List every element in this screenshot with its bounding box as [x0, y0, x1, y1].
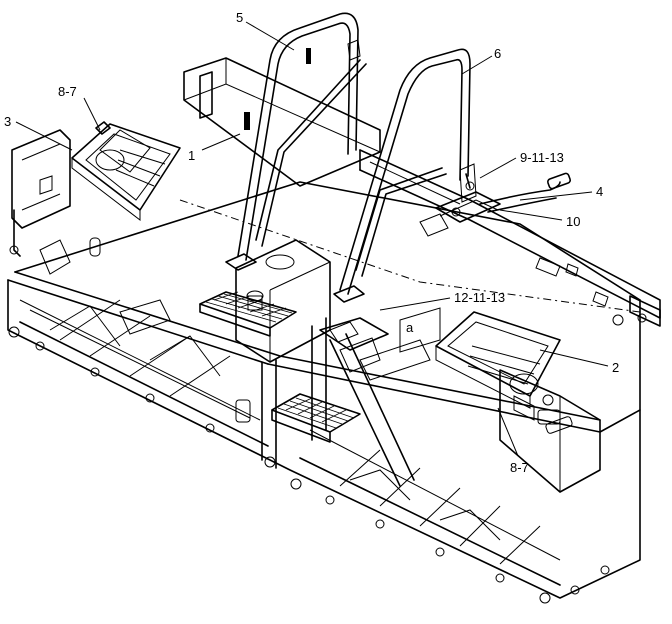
upper-step-grate [199, 291, 297, 337]
main-frame [7, 181, 641, 604]
cable-assembly [419, 172, 572, 237]
callout-1: 1 [188, 148, 195, 163]
upper-beam [183, 57, 381, 187]
callout-5: 5 [236, 10, 243, 25]
handrail-5 [225, 12, 367, 271]
callout-8-7-right: 8-7 [510, 460, 529, 475]
frame-bolts [8, 326, 610, 604]
callout-3: 3 [4, 114, 11, 129]
left-upper-mount [9, 129, 71, 257]
lower-step-grate [271, 393, 361, 443]
callout-8-7-left: 8-7 [58, 84, 77, 99]
seat-plate-right [435, 311, 601, 493]
step-tower [235, 239, 331, 469]
callout-12-11-13: 12-11-13 [454, 290, 505, 305]
callout-2: 2 [612, 360, 619, 375]
callout-10: 10 [566, 214, 580, 229]
seat-plate-left [71, 121, 181, 222]
leader-lines [15, 21, 609, 457]
callout-6: 6 [494, 46, 501, 61]
diagonal-strut [319, 307, 441, 487]
callout-9-11-13: 9-11-13 [520, 150, 564, 165]
handrail-6 [333, 48, 477, 303]
callout-4: 4 [596, 184, 603, 199]
angle-plate [329, 321, 359, 343]
callout-a: a [406, 320, 414, 335]
